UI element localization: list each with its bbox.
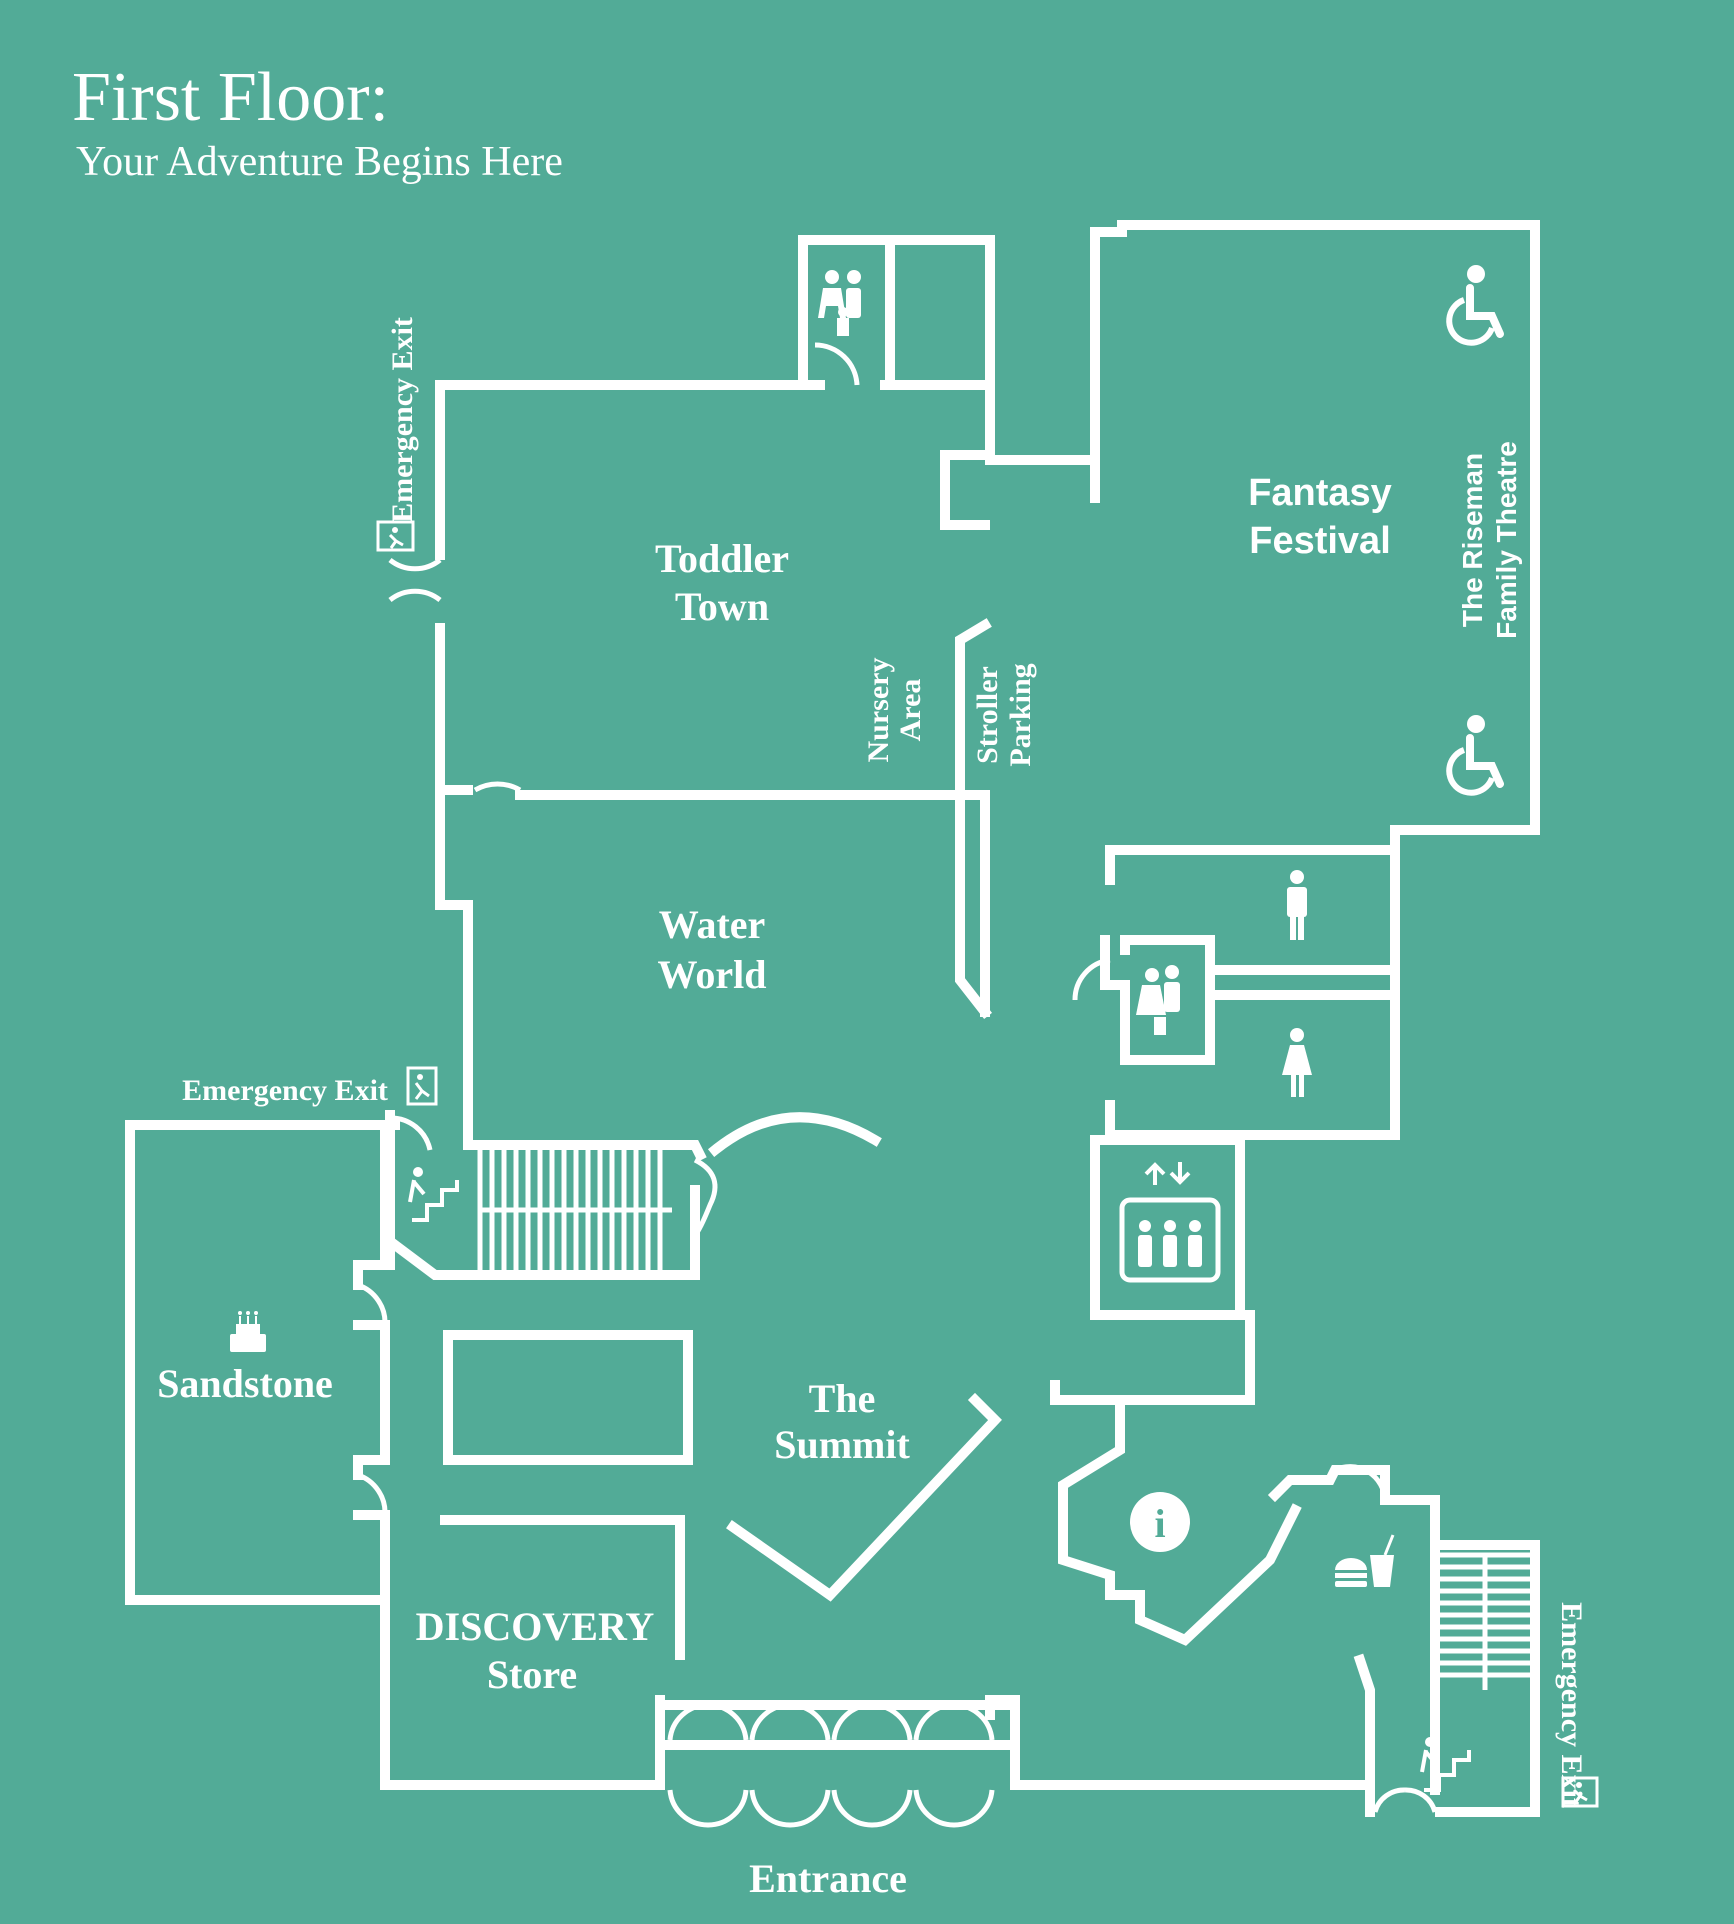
theatre-label-2: Family Theatre — [1491, 441, 1522, 639]
wheelchair-icon — [1446, 265, 1504, 346]
stroller-label-2: Parking — [1004, 663, 1037, 766]
emergency-exit-label-top: Emergency Exit — [386, 317, 419, 523]
mens-restroom-icon — [1287, 870, 1307, 940]
stairs-right — [1440, 1552, 1530, 1690]
toddler-town-label-2: Town — [675, 584, 769, 629]
summit-label-2: Summit — [774, 1422, 910, 1467]
water-world-label-1: Water — [659, 902, 766, 947]
summit-label-1: The — [809, 1376, 876, 1421]
emergency-exit-icon — [1561, 1776, 1599, 1808]
nursery-label-1: Nursery — [862, 658, 895, 763]
emergency-exit-label-left: Emergency Exit — [182, 1074, 388, 1107]
fantasy-festival-label-2: Festival — [1249, 520, 1391, 562]
emergency-exit-icon — [376, 520, 415, 552]
toddler-town-label-1: Toddler — [655, 536, 789, 581]
womens-restroom-icon — [1282, 1028, 1312, 1097]
emergency-exit-icon — [406, 1066, 438, 1106]
entrance-label: Entrance — [749, 1856, 907, 1901]
water-world-label-2: World — [658, 952, 767, 997]
food-icon — [1335, 1534, 1395, 1587]
emergency-exit-label-right: Emergency Exit — [1555, 1602, 1588, 1808]
stroller-label-1: Stroller — [971, 666, 1004, 764]
discovery-label-2: Store — [487, 1652, 577, 1697]
discovery-label-1: DISCOVERY — [416, 1604, 655, 1649]
page-title: First Floor: — [72, 59, 389, 136]
page-subtitle: Your Adventure Begins Here — [76, 139, 563, 185]
walls — [125, 220, 1540, 1828]
wheelchair-icon — [1446, 715, 1504, 796]
sandstone-label: Sandstone — [157, 1361, 333, 1406]
information-icon: i — [1130, 1492, 1190, 1552]
stairs-icon — [1420, 1737, 1471, 1792]
family-restroom-icon — [818, 270, 861, 336]
nursery-label-2: Area — [894, 679, 927, 742]
stairs-icon — [408, 1167, 459, 1222]
elevator-icon — [1119, 1162, 1221, 1283]
stairs-left — [477, 1150, 672, 1270]
family-restroom-icon — [1136, 965, 1180, 1035]
fantasy-festival-label-1: Fantasy — [1248, 472, 1392, 514]
svg-text:i: i — [1154, 1501, 1165, 1546]
birthday-cake-icon — [230, 1311, 266, 1352]
theatre-label-1: The Riseman — [1457, 453, 1488, 627]
